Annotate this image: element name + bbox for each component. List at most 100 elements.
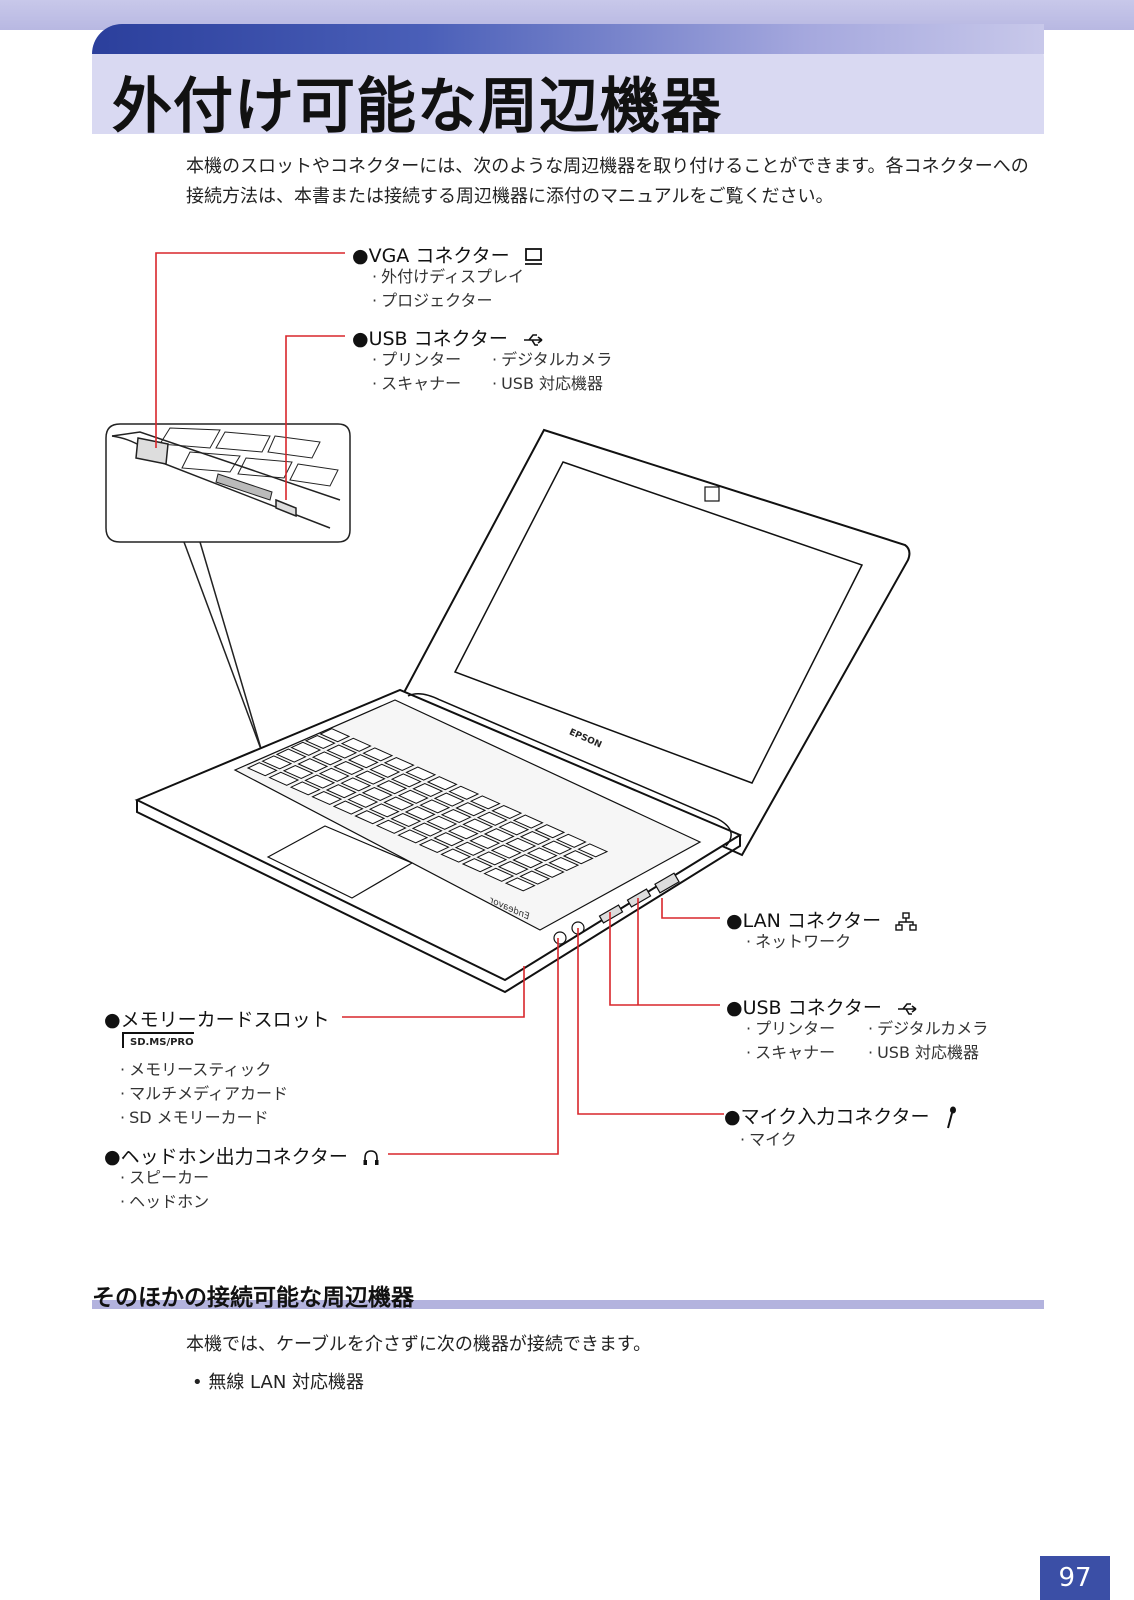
list-item: ·USB 対応機器 xyxy=(492,374,604,393)
keyboard-key xyxy=(426,815,458,830)
list-item: ·ネットワーク xyxy=(746,932,852,951)
keyboard-key xyxy=(383,796,415,811)
lan-connector-label: ●LAN コネクター xyxy=(726,906,917,933)
keyboard-key xyxy=(440,808,472,824)
keyboard-key xyxy=(311,751,343,766)
keyboard-key xyxy=(462,818,494,833)
keyboard-key xyxy=(505,837,537,852)
keyboard-key xyxy=(268,771,300,786)
keyboard-key xyxy=(448,785,480,800)
list-item: ·メモリースティック xyxy=(120,1060,272,1079)
section-rule xyxy=(92,1300,1044,1309)
list-item: ·ヘッドホン xyxy=(120,1192,210,1211)
keyboard-key xyxy=(412,782,444,798)
vga-label-text: ●VGA コネクター xyxy=(352,245,510,267)
keyboard-key xyxy=(483,867,515,882)
list-item: ·SD メモリーカード xyxy=(120,1108,269,1127)
lan-label-text: ●LAN コネクター xyxy=(726,910,882,932)
list-item: ·外付けディスプレイ xyxy=(372,267,524,286)
keyboard-key xyxy=(390,773,422,788)
vga-connector-label: ●VGA コネクター xyxy=(352,241,544,268)
keyboard-key xyxy=(577,843,609,858)
keyboard-key xyxy=(362,747,394,762)
keyboard-key xyxy=(325,784,357,799)
list-item: ·プロジェクター xyxy=(372,291,493,310)
sd-card-icon: SD.MS/PRO xyxy=(122,1032,194,1048)
keyboard-key xyxy=(433,832,465,847)
monitor-icon xyxy=(524,247,542,265)
keyboard-key xyxy=(476,851,508,866)
keyboard-key xyxy=(548,856,580,872)
keyboard-key xyxy=(340,737,372,752)
leader-lines xyxy=(155,252,724,1155)
keyboard-key xyxy=(469,795,501,810)
keyboard-key xyxy=(282,764,314,780)
keyboard-key xyxy=(354,770,386,785)
keyboard-key xyxy=(504,877,536,892)
keyboard-key xyxy=(534,824,566,839)
keyboard-key xyxy=(491,804,523,820)
list-item: ·スキャナー xyxy=(372,374,462,393)
keyboard-key xyxy=(290,741,322,756)
keyboard-key xyxy=(461,858,493,873)
keyboard-key xyxy=(454,841,486,856)
keyboard-key xyxy=(498,821,530,836)
list-item: ·デジタルカメラ xyxy=(868,1019,989,1038)
section-body: 本機では、ケーブルを介さずに次の機器が接続できます。 xyxy=(186,1334,652,1355)
keyboard-key xyxy=(304,734,336,750)
mic-connector-label: ●マイク入力コネクター xyxy=(724,1102,958,1130)
keyboard-key xyxy=(347,793,379,808)
keyboard-key xyxy=(497,860,529,876)
title-box xyxy=(92,24,1044,134)
keyboard-key xyxy=(368,803,400,818)
keyboard-key xyxy=(418,838,450,854)
keyboard-key xyxy=(455,802,487,817)
keyboard-key xyxy=(361,786,393,802)
list-item: ·デジタルカメラ xyxy=(492,350,613,369)
keyboard-key xyxy=(526,847,558,862)
network-icon xyxy=(895,911,917,931)
keyboard-key xyxy=(555,833,587,848)
keyboard-key xyxy=(297,758,329,773)
keyboard-key xyxy=(375,819,407,834)
keyboard-key xyxy=(404,806,436,821)
list-item: ·プリンター xyxy=(746,1019,836,1038)
keyboard-key xyxy=(311,790,343,806)
keyboard-key xyxy=(326,744,358,759)
headphone-connector-label: ●ヘッドホン出力コネクター xyxy=(104,1142,380,1169)
keyboard-key xyxy=(541,840,573,855)
keyboard-key xyxy=(533,863,565,878)
keyboard-key xyxy=(397,829,429,844)
memory-card-slot-label: ●メモリーカードスロット xyxy=(104,1009,330,1031)
keyboard-key xyxy=(405,766,437,781)
inset-callout xyxy=(105,423,351,753)
keyboard-key xyxy=(261,755,293,770)
keyboard-key xyxy=(562,850,594,865)
keyboard-key xyxy=(512,814,544,829)
intro-paragraph: 本機のスロットやコネクターには、次のような周辺機器を取り付けることができます。各… xyxy=(186,156,1029,207)
keyboard-key xyxy=(332,800,364,815)
usb-label-text: ●USB コネクター xyxy=(726,997,882,1019)
keyboard-key xyxy=(333,760,365,776)
keyboard-key xyxy=(246,762,278,777)
keyboard-key xyxy=(304,774,336,789)
keyboard-key xyxy=(376,780,408,795)
keyboard-key xyxy=(318,767,350,782)
keyboard-key xyxy=(383,756,415,772)
page-number: 97 xyxy=(1040,1556,1110,1600)
headphone-icon xyxy=(363,1149,379,1165)
usb-connector-label: ●USB コネクター xyxy=(352,324,544,351)
keyboard-key xyxy=(433,792,465,807)
keyboard-key xyxy=(519,870,551,885)
keyboard-key xyxy=(419,799,451,814)
keyboard-key xyxy=(490,844,522,859)
keyboard-key xyxy=(397,789,429,804)
page-title: 外付け可能な周辺機器 xyxy=(112,72,722,142)
usb-icon xyxy=(523,333,543,346)
keyboard-key xyxy=(289,781,321,796)
keyboard-key xyxy=(347,754,379,769)
keyboard-key xyxy=(354,810,386,825)
list-item: ·プリンター xyxy=(372,350,462,369)
usb-icon xyxy=(897,1002,917,1015)
